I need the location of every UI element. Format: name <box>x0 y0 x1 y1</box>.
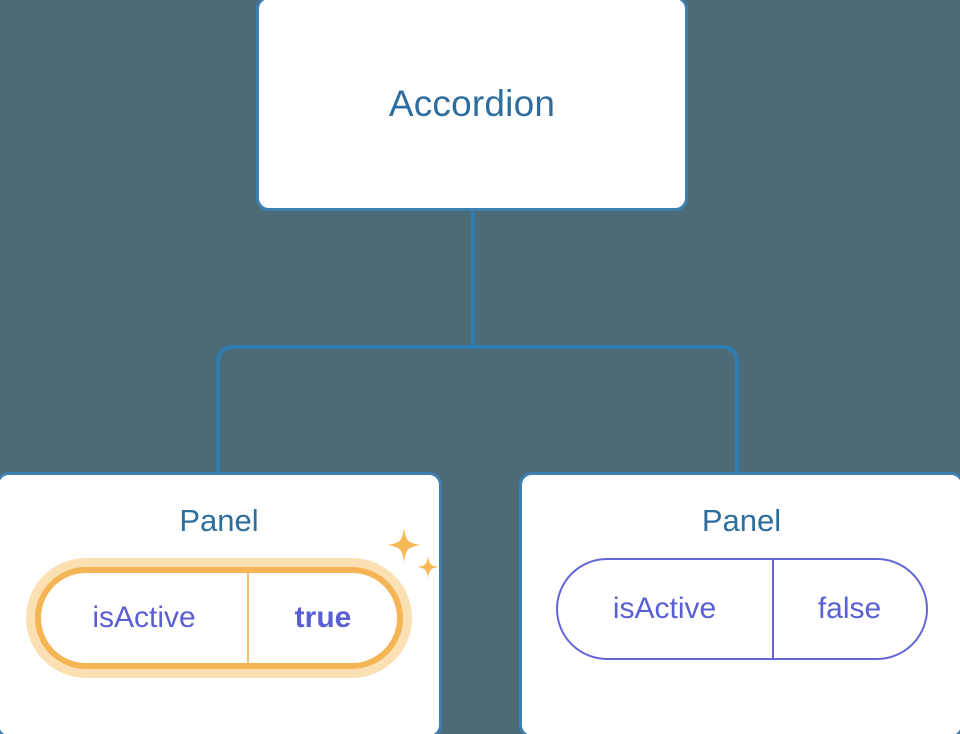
node-accordion-title: Accordion <box>388 83 556 124</box>
node-accordion[interactable]: Accordion <box>256 0 688 211</box>
prop-value-label: true <box>294 601 352 634</box>
prop-key-label: isActive <box>41 573 249 663</box>
prop-pill-inactive-wrapper: isActive false <box>555 558 928 660</box>
prop-key-label: isActive <box>558 560 774 658</box>
prop-value-label: false <box>817 592 882 625</box>
node-panel-active[interactable]: Panel isActive true <box>0 472 442 734</box>
node-panel-inactive[interactable]: Panel isActive false <box>519 472 960 734</box>
connector-branch-right <box>473 345 739 474</box>
prop-pill-isactive-false[interactable]: isActive false <box>555 558 928 660</box>
node-panel-active-title: Panel <box>179 503 259 538</box>
prop-pill-isactive-true[interactable]: isActive true <box>35 567 403 669</box>
node-panel-inactive-title: Panel <box>701 503 782 538</box>
prop-pill-active-wrapper: isActive true <box>26 528 439 678</box>
connector-branch-left <box>216 345 473 474</box>
